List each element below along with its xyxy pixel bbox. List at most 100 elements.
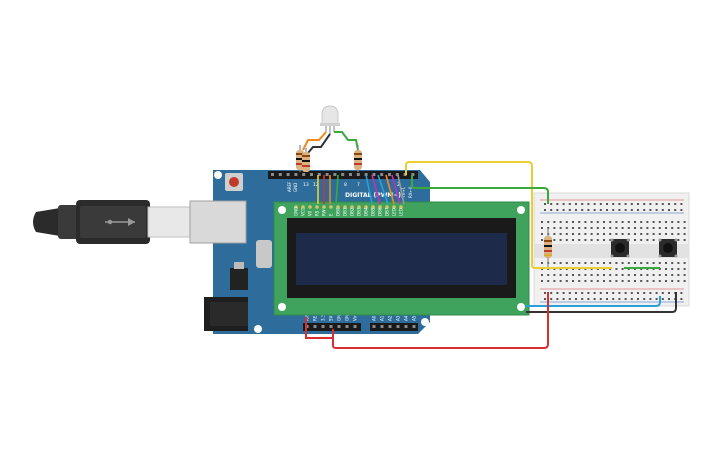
- breadboard-hole: [596, 274, 599, 276]
- aref-label: AREF: [287, 181, 292, 192]
- breadboard-hole: [553, 239, 556, 241]
- lcd-pin[interactable]: [336, 205, 340, 209]
- breadboard-hole: [615, 268, 618, 270]
- breadboard-hole: [652, 221, 655, 223]
- breadboard-hole: [590, 233, 593, 235]
- power-pin-pin[interactable]: [329, 325, 333, 328]
- breadboard-hole: [553, 274, 556, 276]
- analog-pin-pin[interactable]: [372, 325, 376, 328]
- power-pin-pin[interactable]: [353, 325, 357, 328]
- breadboard-hole: [596, 239, 599, 241]
- breadboard-hole: [578, 227, 581, 229]
- lcd-pin[interactable]: [357, 205, 361, 209]
- lcd-pin[interactable]: [343, 205, 347, 209]
- analog-pin-pin[interactable]: [412, 325, 416, 328]
- header-pin[interactable]: [317, 173, 321, 176]
- breadboard-hole: [634, 239, 636, 241]
- header-pin[interactable]: [325, 173, 329, 176]
- header-pin[interactable]: [310, 173, 313, 176]
- breadboard-hole: [621, 233, 624, 235]
- breadboard-hole: [634, 227, 636, 229]
- breadboard-hole: [646, 280, 649, 282]
- lcd-data-wires: [317, 174, 405, 205]
- breadboard-hole: [634, 274, 636, 276]
- power-pin-pin[interactable]: [313, 325, 317, 328]
- breadboard-hole: [596, 227, 599, 229]
- breadboard-hole: [559, 262, 562, 264]
- header-pin[interactable]: [395, 173, 399, 176]
- lcd-pin-label: DB3: [357, 207, 362, 216]
- breadboard-hole: [590, 227, 593, 229]
- usb-cable-icon[interactable]: [33, 200, 191, 244]
- breadboard-hole: [646, 233, 649, 235]
- breadboard-hole: [634, 221, 636, 223]
- lcd-pin-label: DB4: [364, 207, 369, 216]
- analog-pin-pin[interactable]: [380, 325, 384, 328]
- breadboard-hole: [646, 227, 649, 229]
- header-pin[interactable]: [380, 173, 384, 176]
- header-pin[interactable]: [349, 173, 352, 176]
- header-pin[interactable]: [364, 173, 368, 176]
- power-pin-pin[interactable]: [337, 325, 341, 328]
- breadboard-hole: [553, 221, 556, 223]
- breadboard-hole: [630, 203, 633, 205]
- lcd-pin[interactable]: [350, 205, 354, 209]
- breadboard-hole: [658, 280, 661, 282]
- lcd-pin[interactable]: [301, 205, 305, 209]
- lcd-pin-label: LED: [392, 208, 397, 216]
- lcd-pin[interactable]: [364, 205, 368, 209]
- lcd-pin[interactable]: [322, 205, 326, 209]
- breadboard-hole: [609, 274, 612, 276]
- lcd-pin-label: DB6: [378, 207, 383, 216]
- analog-pin-pin[interactable]: [388, 325, 392, 328]
- breadboard-hole: [683, 268, 686, 270]
- breadboard-hole: [596, 221, 599, 223]
- breadboard-hole: [568, 203, 571, 205]
- lcd-pin[interactable]: [378, 205, 382, 209]
- breadboard-hole: [599, 209, 602, 211]
- lcd-pin[interactable]: [399, 205, 403, 209]
- analog-pin-label: A0: [372, 315, 377, 321]
- power-pin-pin[interactable]: [345, 325, 349, 328]
- gnd-label: GND: [293, 183, 298, 192]
- breadboard-hole: [581, 203, 584, 205]
- header-pin[interactable]: [411, 173, 415, 176]
- breadboard-hole: [572, 227, 574, 229]
- header-pin[interactable]: [286, 173, 290, 176]
- breadboard-hole: [609, 262, 612, 264]
- voltage-regulator: [230, 268, 248, 290]
- header-pin[interactable]: [271, 173, 274, 176]
- header-pin[interactable]: [372, 173, 376, 176]
- breadboard-hole: [593, 292, 596, 294]
- header-pin[interactable]: [356, 173, 360, 176]
- header-pin[interactable]: [294, 173, 298, 176]
- breadboard-hole: [683, 233, 686, 235]
- lcd-pin[interactable]: [371, 205, 375, 209]
- lcd-pin[interactable]: [392, 205, 396, 209]
- power-pin-pin[interactable]: [321, 325, 325, 328]
- pushbutton-icon[interactable]: [658, 238, 678, 258]
- header-pin[interactable]: [278, 173, 282, 176]
- breadboard-hole: [665, 274, 667, 276]
- lcd-pin[interactable]: [329, 205, 333, 209]
- breadboard-hole: [553, 227, 556, 229]
- lcd-pin[interactable]: [294, 205, 298, 209]
- pushbutton-icon[interactable]: [610, 238, 630, 258]
- breadboard-hole: [637, 203, 639, 205]
- header-pin[interactable]: [388, 173, 391, 176]
- lcd-pin[interactable]: [315, 205, 319, 209]
- breadboard-hole: [590, 274, 593, 276]
- analog-pin-pin[interactable]: [396, 325, 400, 328]
- breadboard-hole: [578, 274, 581, 276]
- header-pin[interactable]: [341, 173, 345, 176]
- lcd-pin[interactable]: [308, 205, 312, 209]
- breadboard-hole: [553, 262, 556, 264]
- analog-pin-pin[interactable]: [404, 325, 408, 328]
- breadboard-hole: [603, 221, 605, 223]
- breadboard-hole: [584, 262, 587, 264]
- header-pin[interactable]: [302, 173, 306, 176]
- header-pin[interactable]: [333, 173, 337, 176]
- lcd-pin[interactable]: [385, 205, 389, 209]
- breadboard-hole: [587, 209, 590, 211]
